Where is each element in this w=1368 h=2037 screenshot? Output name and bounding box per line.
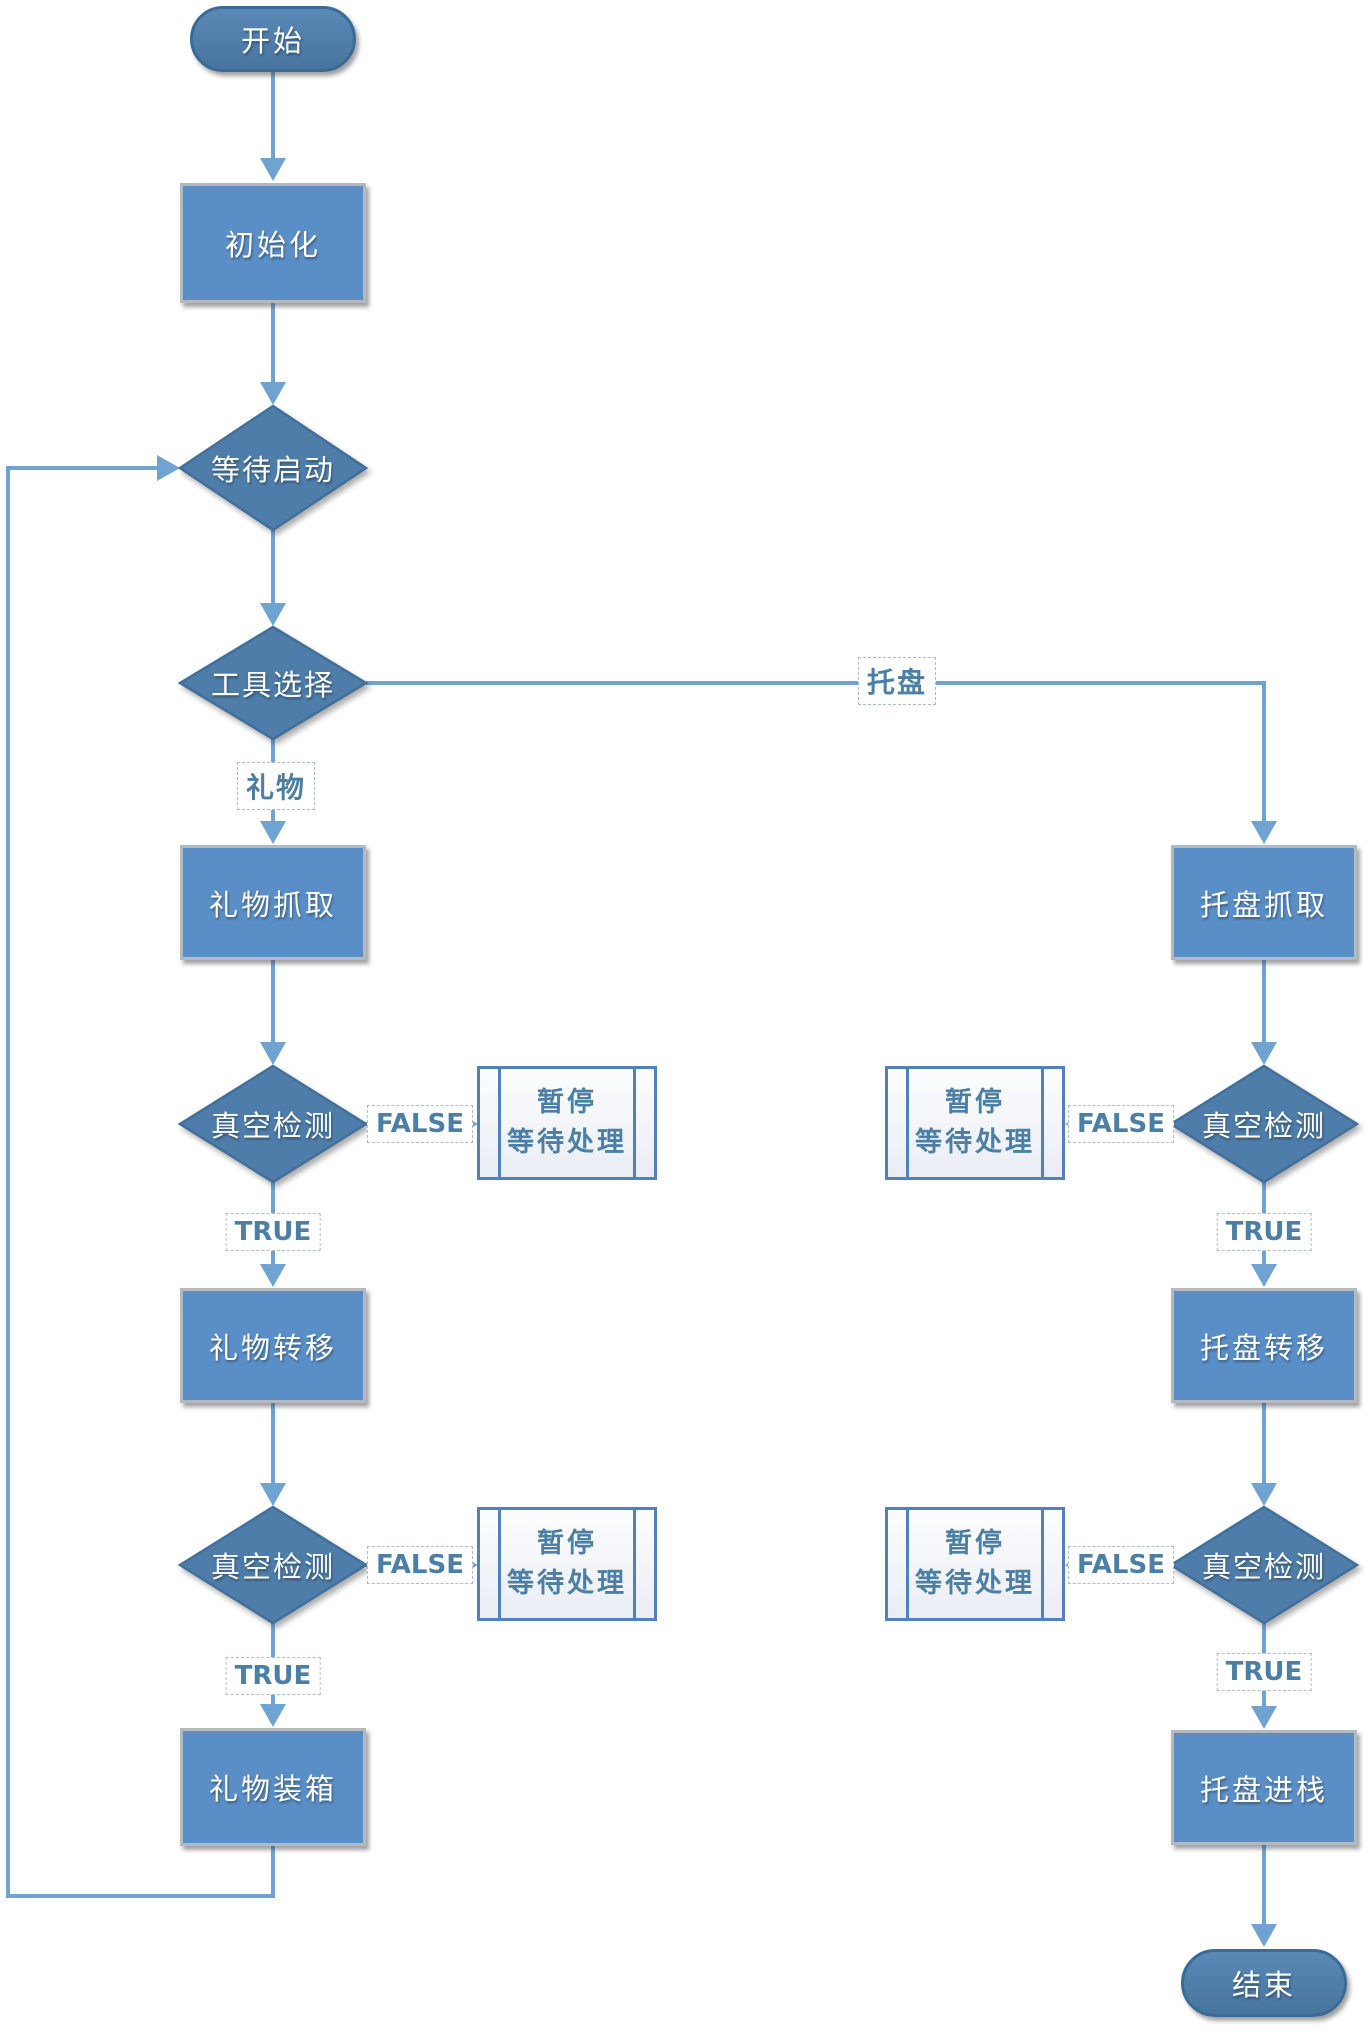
edge-label-gift-text: 礼物	[245, 771, 307, 804]
edge-label-false-text: FALSE	[1077, 1109, 1165, 1139]
node-tray-grab: 托盘抓取	[1171, 845, 1357, 960]
arrowhead-into-end	[1251, 1924, 1277, 1947]
node-init: 初始化	[180, 183, 366, 303]
pause-line1: 暂停	[945, 1527, 1005, 1559]
edge-label-false-gift-2: FALSE	[367, 1546, 473, 1584]
pause-line1: 暂停	[537, 1086, 597, 1118]
predefined-process-sideline	[498, 1510, 501, 1618]
pause-line2: 等待处理	[915, 1568, 1035, 1599]
decision-shape-vacuum-gift-2	[177, 1505, 369, 1625]
edge-label-true-tray-2: TRUE	[1216, 1653, 1312, 1691]
edge-label-gift: 礼物	[236, 762, 316, 810]
edge-label-true-text: TRUE	[234, 1661, 312, 1691]
node-gift-grab: 礼物抓取	[180, 845, 366, 960]
decision-shape-vacuum-tray-2	[1168, 1505, 1360, 1625]
node-gift-grab-label: 礼物抓取	[208, 887, 337, 922]
node-tray-grab-label: 托盘抓取	[1199, 887, 1328, 922]
predefined-process-sideline	[633, 1510, 636, 1618]
edge-label-false-tray-2: FALSE	[1068, 1546, 1174, 1584]
node-tray-push-label: 托盘进栈	[1199, 1772, 1328, 1807]
node-tray-push: 托盘进栈	[1171, 1730, 1357, 1845]
edge-label-true-text: TRUE	[1225, 1657, 1303, 1687]
pause-line1: 暂停	[537, 1527, 597, 1559]
pause-box-gift-1: 暂停 等待处理	[477, 1066, 657, 1180]
node-end: 结束	[1181, 1949, 1347, 2017]
arrowhead-into-gift-grab	[260, 821, 286, 844]
node-gift-transfer: 礼物转移	[180, 1288, 366, 1403]
node-init-label: 初始化	[224, 228, 321, 262]
connector-loop-back-to-wait	[6, 466, 275, 1898]
edge-label-false-text: FALSE	[376, 1109, 464, 1139]
predefined-process-sideline	[906, 1069, 909, 1177]
node-start: 开始	[190, 6, 356, 72]
arrowhead-into-vacuum1-right	[1251, 1042, 1277, 1065]
arrowhead-into-tray-push	[1251, 1706, 1277, 1729]
predefined-process-sideline	[633, 1069, 636, 1177]
arrowhead-into-tray-grab	[1251, 821, 1277, 844]
arrowhead-into-vacuum1-left	[260, 1042, 286, 1065]
pause-box-gift-2: 暂停 等待处理	[477, 1507, 657, 1621]
pause-box-tray-2: 暂停 等待处理	[885, 1507, 1065, 1621]
node-end-label: 结束	[1231, 1968, 1296, 2002]
edge-label-false-gift-1: FALSE	[367, 1105, 473, 1143]
pause-line2: 等待处理	[915, 1127, 1035, 1158]
arrowhead-into-tool	[260, 603, 286, 626]
predefined-process-sideline	[1041, 1069, 1044, 1177]
edge-label-tray-text: 托盘	[866, 666, 928, 699]
decision-shape-vacuum-tray-1	[1168, 1064, 1360, 1184]
node-gift-pack-label: 礼物装箱	[208, 1772, 337, 1806]
edge-label-true-text: TRUE	[234, 1217, 312, 1247]
predefined-process-sideline	[906, 1510, 909, 1618]
connector-tool-to-tray-grab	[366, 681, 1266, 825]
decision-shape-vacuum-gift-1	[177, 1064, 369, 1184]
pause-line2: 等待处理	[507, 1127, 627, 1158]
arrowhead-into-gift-pack	[260, 1704, 286, 1727]
arrowhead-into-wait	[260, 382, 286, 405]
arrowhead-into-vacuum2-left	[260, 1483, 286, 1506]
edge-label-true-text: TRUE	[1225, 1217, 1303, 1247]
node-tray-transfer-label: 托盘转移	[1199, 1330, 1328, 1365]
edge-label-false-text: FALSE	[1077, 1550, 1165, 1580]
edge-label-false-tray-1: FALSE	[1068, 1105, 1174, 1143]
node-gift-transfer-label: 礼物转移	[208, 1330, 337, 1365]
arrowhead-loop-into-wait	[157, 455, 180, 481]
edge-label-false-text: FALSE	[376, 1550, 464, 1580]
edge-label-tray: 托盘	[857, 657, 937, 705]
pause-line2: 等待处理	[507, 1568, 627, 1599]
node-gift-pack: 礼物装箱	[180, 1728, 366, 1846]
decision-shape-wait-start	[177, 404, 369, 532]
node-start-label: 开始	[240, 24, 305, 58]
predefined-process-sideline	[498, 1069, 501, 1177]
pause-line1: 暂停	[945, 1086, 1005, 1118]
node-tray-transfer: 托盘转移	[1171, 1288, 1357, 1403]
arrowhead-into-gift-transfer	[260, 1264, 286, 1287]
arrowhead-into-tray-transfer	[1251, 1264, 1277, 1287]
edge-label-true-gift-1: TRUE	[225, 1213, 321, 1251]
arrowhead-into-init	[260, 158, 286, 181]
decision-shape-tool-select	[177, 625, 369, 741]
pause-box-tray-1: 暂停 等待处理	[885, 1066, 1065, 1180]
predefined-process-sideline	[1041, 1510, 1044, 1618]
arrowhead-into-vacuum2-right	[1251, 1483, 1277, 1506]
edge-label-true-gift-2: TRUE	[225, 1657, 321, 1695]
edge-label-true-tray-1: TRUE	[1216, 1213, 1312, 1251]
